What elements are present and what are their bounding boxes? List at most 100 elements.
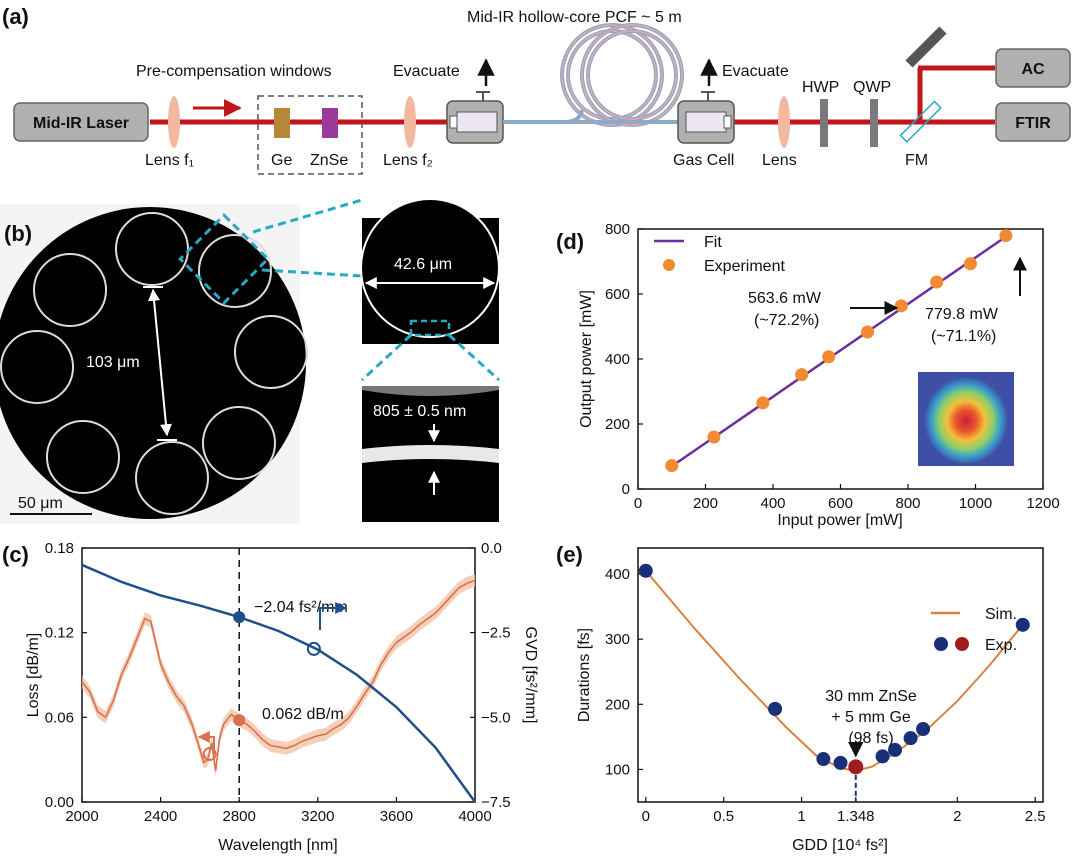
- y-right-tick-label: −7.5: [481, 794, 511, 811]
- annot-563-percent: (~72.2%): [754, 312, 819, 329]
- exp-point: [768, 701, 783, 716]
- qwp-label: QWP: [853, 79, 891, 96]
- precomp-box: [257, 95, 363, 175]
- gas-cell-1: [446, 58, 504, 144]
- panel-c-label: (c): [2, 542, 29, 567]
- panel-e-label: (e): [556, 542, 583, 567]
- legend-experiment-swatch: [663, 259, 675, 271]
- exp-point: [903, 731, 918, 746]
- legend-experiment-label: Experiment: [704, 258, 785, 275]
- plot-e-ylabel: Durations [fs]: [576, 628, 593, 722]
- gvd-axis-arrow: [319, 602, 348, 630]
- qwp-plate: [870, 99, 878, 147]
- x-tick-label: 1: [797, 808, 805, 825]
- exp-point: [916, 722, 931, 737]
- experiment-point: [822, 350, 836, 364]
- y-tick-label: 0: [622, 481, 630, 498]
- plot-c-frame: [81, 547, 476, 803]
- x-tick-label: 0: [642, 808, 650, 825]
- exp-points: [638, 563, 1030, 802]
- cladding-capillaries: [0, 212, 308, 515]
- exp-point: [833, 755, 848, 770]
- gvd-annotation: −2.04 fs²/mm: [254, 599, 348, 616]
- core-circle: [360, 198, 500, 338]
- wall-label: 805 ± 0.5 nm: [373, 403, 466, 420]
- exp-point: [1015, 617, 1030, 632]
- y-tick-label: 400: [605, 566, 630, 583]
- exp-point-selected: [848, 759, 864, 775]
- experiment-points: [665, 229, 1013, 473]
- annot-znse: 30 mm ZnSe: [825, 688, 917, 705]
- x-tick-label: 200: [693, 495, 718, 512]
- fit-line-path: [671, 234, 1009, 468]
- znse-label: ZnSe: [310, 152, 348, 169]
- lens1-shape: [168, 96, 180, 148]
- y-tick-label: 800: [605, 221, 630, 238]
- annot-ge: + 5 mm Ge: [831, 709, 911, 726]
- wall-zoom-box: [409, 319, 451, 337]
- ftir-label: FTIR: [1015, 115, 1051, 132]
- plot-c-ylabel-right: GVD [fs²/mm]: [522, 627, 539, 724]
- legend-exp-swatch-blue: [934, 637, 948, 651]
- fiber-coil: [500, 23, 690, 127]
- lens2-shape: [404, 96, 416, 148]
- y-right-tick-label: −5.0: [481, 709, 511, 726]
- fm-label: FM: [905, 152, 928, 169]
- lens1-label: Lens f₁: [145, 152, 194, 169]
- y-tick-label: 200: [605, 696, 630, 713]
- x-tick-label: 3200: [301, 808, 334, 825]
- exp-point: [638, 563, 653, 578]
- gvd-line: [81, 563, 477, 803]
- x-tick-label: 0: [634, 495, 642, 512]
- wall-inset-top: [362, 386, 499, 396]
- y-tick-label: 0.12: [45, 625, 74, 642]
- gvd-marker: [233, 611, 246, 624]
- plot-c-series: [81, 563, 477, 803]
- beam-profile-spot: [924, 375, 1008, 463]
- legend-sim-label: Sim.: [985, 606, 1017, 623]
- loss-annotation: 0.062 dB/m: [262, 706, 344, 723]
- experiment-point: [665, 459, 679, 473]
- legend-exp-swatch-red: [955, 637, 969, 651]
- fixed-mirror: [905, 26, 947, 68]
- y-tick-label: 0.06: [45, 709, 74, 726]
- x-tick-label: 1000: [959, 495, 992, 512]
- hwp-plate: [820, 99, 828, 147]
- ge-label: Ge: [271, 152, 292, 169]
- x-tick-label: 1200: [1026, 495, 1059, 512]
- experiment-point: [963, 257, 977, 271]
- znse-window: [322, 108, 338, 138]
- y-right-tick-label: −2.5: [481, 625, 511, 642]
- annot-779-value: 779.8 mW: [925, 306, 999, 323]
- lens3-label: Lens: [762, 152, 797, 169]
- loss-marker: [233, 714, 246, 727]
- lens2-label: Lens f₂: [383, 152, 433, 169]
- plot-d-ylabel: Output power [mW]: [578, 290, 595, 428]
- plot-c-markers: [202, 611, 321, 762]
- wall-membrane: [362, 445, 499, 463]
- evacuate-1-label: Evacuate: [393, 63, 460, 80]
- y-tick-label: 300: [605, 631, 630, 648]
- panel-a: (a) Mid-IR hollow-core PCF ~ 5 m Mid-IR …: [2, 4, 1071, 175]
- pitch-arrow: [148, 288, 172, 437]
- sim-line: [645, 570, 1024, 772]
- plot-d-xlabel: Input power [mW]: [777, 512, 902, 529]
- y-tick-label: 200: [605, 416, 630, 433]
- x-tick-label: 2800: [223, 808, 256, 825]
- gas-cell-label: Gas Cell: [673, 152, 734, 169]
- panel-b: 103 μm 50 μm 42.6 μm 805 ± 0.5 nm (b): [0, 196, 501, 524]
- experiment-point: [894, 299, 908, 313]
- evacuate-2-label: Evacuate: [722, 63, 789, 80]
- experiment-point: [756, 396, 770, 410]
- ac-box: [995, 48, 1071, 88]
- x-tick-label: 2000: [65, 808, 98, 825]
- zoom-box: [178, 213, 270, 305]
- y-tick-label: 0.00: [45, 794, 74, 811]
- gas-cell-2: [677, 58, 735, 144]
- laser-label: Mid-IR Laser: [33, 115, 129, 132]
